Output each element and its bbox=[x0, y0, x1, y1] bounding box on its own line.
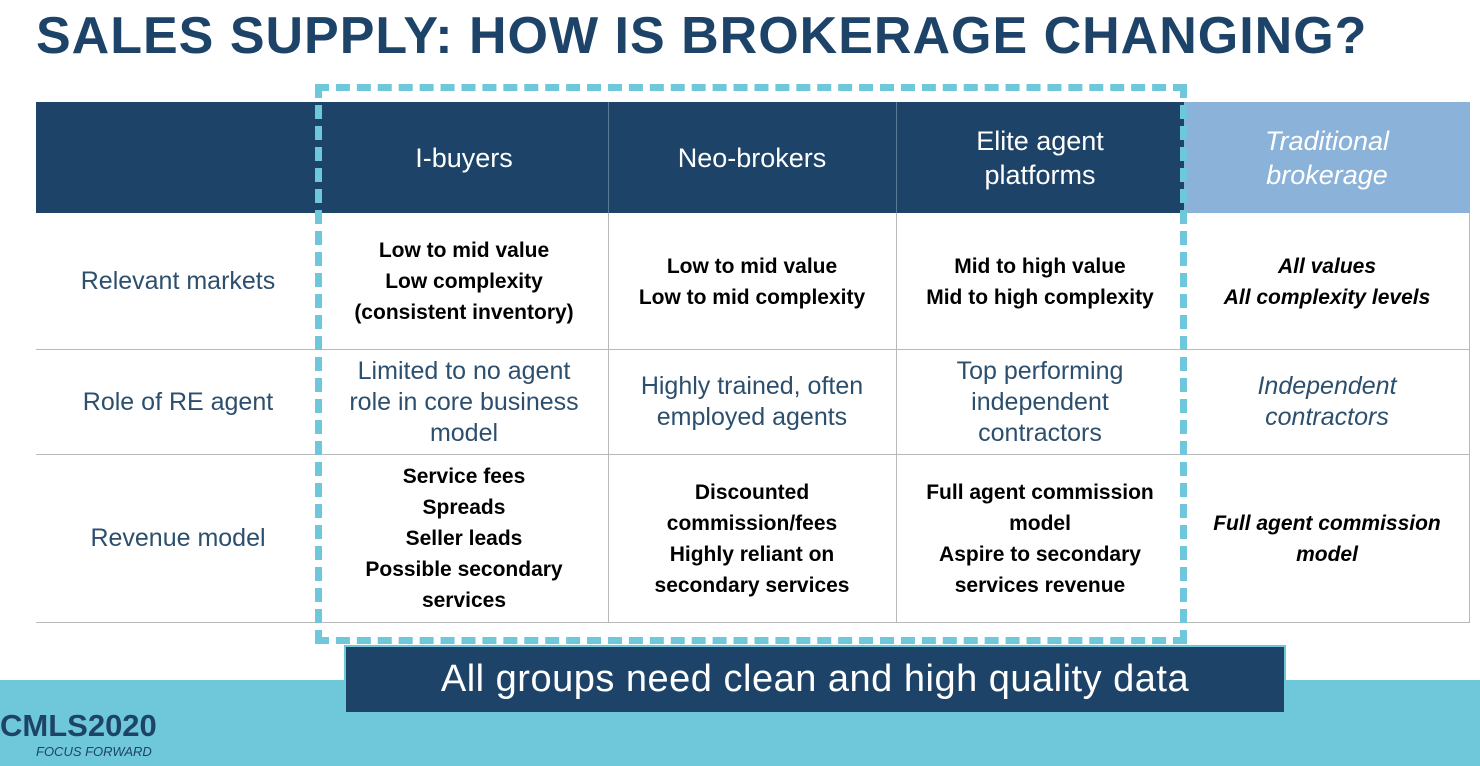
cell-elite-relevant-markets: Mid to high value Mid to high complexity bbox=[896, 214, 1184, 349]
new-models-highlight-box bbox=[315, 84, 1187, 644]
cell-line: Highly reliant on bbox=[669, 542, 835, 566]
cell-ibuyers-revenue: Service fees Spreads Seller leads Possib… bbox=[320, 455, 608, 622]
column-header-label: Traditional brokerage bbox=[1265, 124, 1389, 192]
cell-neo-brokers-role: Highly trained, often employed agents bbox=[608, 350, 896, 454]
row-divider bbox=[36, 349, 1470, 350]
cell-line: Possible secondary bbox=[365, 558, 563, 581]
row-label-role-of-re-agent: Role of RE agent bbox=[82, 387, 274, 416]
header-line: Traditional bbox=[1264, 125, 1390, 156]
cell-line: Top performing bbox=[956, 356, 1124, 385]
cell-text: Independent contractors bbox=[1257, 371, 1396, 433]
cell-line: services revenue bbox=[954, 573, 1126, 597]
cell-line: Spreads bbox=[422, 496, 506, 519]
cell-line: model bbox=[429, 418, 499, 447]
header-line: Elite agent bbox=[976, 125, 1104, 156]
cell-elite-revenue: Full agent commission model Aspire to se… bbox=[896, 455, 1184, 622]
column-divider bbox=[896, 102, 897, 213]
column-divider bbox=[608, 213, 609, 622]
cell-text: Low to mid value Low complexity (consist… bbox=[354, 235, 573, 328]
cell-line: contractors bbox=[978, 418, 1102, 447]
cell-line: role in core business bbox=[349, 387, 579, 416]
header-line: Neo-brokers bbox=[677, 142, 827, 173]
cell-text: Top performing independent contractors bbox=[957, 356, 1124, 449]
column-header-label: Neo-brokers bbox=[678, 141, 827, 175]
cell-text: Discounted commission/fees Highly relian… bbox=[655, 477, 850, 601]
cell-text: All values All complexity levels bbox=[1224, 251, 1431, 313]
cell-traditional-relevant-markets: All values All complexity levels bbox=[1184, 214, 1470, 349]
cell-text: Limited to no agent role in core busines… bbox=[349, 356, 578, 449]
cell-text: Low to mid value Low to mid complexity bbox=[639, 251, 865, 313]
cell-text: Mid to high value Mid to high complexity bbox=[926, 251, 1154, 313]
row-label-revenue-model: Revenue model bbox=[90, 524, 266, 552]
cell-line: secondary services bbox=[654, 573, 850, 597]
cell-line: All complexity levels bbox=[1223, 285, 1431, 309]
header-line: I-buyers bbox=[415, 142, 513, 173]
cell-line: Low to mid value bbox=[666, 254, 838, 278]
cell-line: Limited to no agent bbox=[357, 356, 571, 385]
cell-line: Full agent commission bbox=[1213, 511, 1441, 535]
cell-ibuyers-role: Limited to no agent role in core busines… bbox=[320, 350, 608, 454]
cell-line: commission/fees bbox=[666, 511, 838, 535]
cell-neo-brokers-revenue: Discounted commission/fees Highly relian… bbox=[608, 455, 896, 622]
cell-line: Low to mid value bbox=[378, 239, 550, 262]
cell-line: Mid to high value bbox=[954, 254, 1126, 278]
page-title: SALES SUPPLY: HOW IS BROKERAGE CHANGING? bbox=[36, 7, 1368, 65]
cell-line: Independent bbox=[1257, 372, 1397, 400]
cell-line: employed agents bbox=[656, 403, 848, 431]
cell-ibuyers-relevant-markets: Low to mid value Low complexity (consist… bbox=[320, 214, 608, 349]
cell-line: contractors bbox=[1265, 403, 1389, 431]
table-right-border bbox=[1469, 213, 1470, 622]
cell-elite-role: Top performing independent contractors bbox=[896, 350, 1184, 454]
header-line: brokerage bbox=[1266, 159, 1388, 190]
data-quality-banner: All groups need clean and high quality d… bbox=[344, 645, 1286, 714]
cell-line: Highly trained, often bbox=[640, 372, 864, 400]
column-header-neo-brokers: Neo-brokers bbox=[608, 102, 896, 213]
cell-traditional-revenue: Full agent commission model bbox=[1184, 455, 1470, 622]
column-header-label: I-buyers bbox=[415, 141, 513, 175]
cell-neo-brokers-relevant-markets: Low to mid value Low to mid complexity bbox=[608, 214, 896, 349]
column-divider bbox=[896, 213, 897, 622]
row-divider bbox=[36, 622, 1470, 623]
cell-text: Service fees Spreads Seller leads Possib… bbox=[365, 461, 562, 616]
cell-line: All values bbox=[1277, 254, 1377, 278]
cell-line: model bbox=[1009, 511, 1071, 535]
column-header-traditional-brokerage: Traditional brokerage bbox=[1184, 102, 1470, 213]
cell-line: (consistent inventory) bbox=[354, 301, 574, 324]
cell-line: Aspire to secondary bbox=[939, 542, 1141, 566]
cell-line: Mid to high complexity bbox=[926, 285, 1154, 309]
cell-line: Full agent commission bbox=[926, 480, 1154, 504]
conference-tagline: FOCUS FORWARD bbox=[36, 744, 152, 759]
cell-line: Discounted bbox=[694, 480, 810, 504]
header-corner bbox=[36, 102, 320, 213]
column-header-label: Elite agent platforms bbox=[976, 124, 1104, 192]
row-divider bbox=[36, 454, 1470, 455]
cell-text: Highly trained, often employed agents bbox=[641, 371, 863, 433]
cell-line: Low complexity bbox=[385, 270, 543, 293]
cell-line: independent bbox=[971, 387, 1109, 416]
cell-line: Service fees bbox=[402, 465, 526, 488]
row-label-relevant-markets: Relevant markets bbox=[80, 267, 276, 295]
column-divider bbox=[608, 102, 609, 213]
column-header-ibuyers: I-buyers bbox=[320, 102, 608, 213]
cell-traditional-role: Independent contractors bbox=[1184, 350, 1470, 454]
cell-line: Seller leads bbox=[405, 527, 523, 550]
cell-line: model bbox=[1296, 542, 1358, 566]
header-line: platforms bbox=[984, 159, 1096, 190]
cell-text: Full agent commission model bbox=[1213, 508, 1441, 570]
cell-line: Low to mid complexity bbox=[638, 285, 866, 309]
cell-text: Full agent commission model Aspire to se… bbox=[926, 477, 1154, 601]
cell-line: services bbox=[421, 589, 507, 612]
conference-logo: CMLS2020 bbox=[0, 708, 157, 743]
column-header-elite-agent-platforms: Elite agent platforms bbox=[896, 102, 1184, 213]
